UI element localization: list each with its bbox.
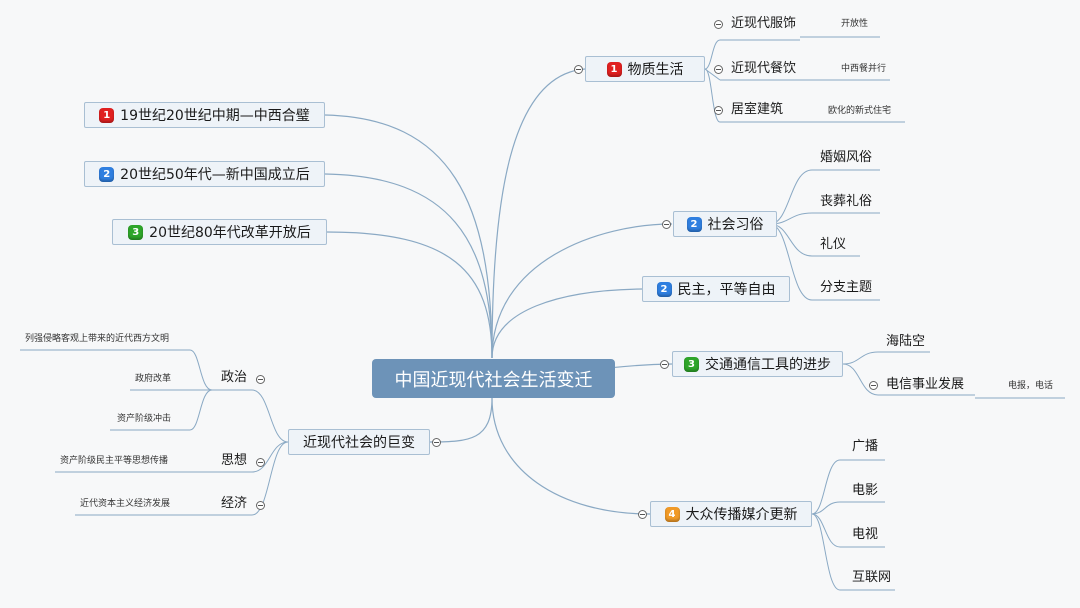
democracy-topic-label: 民主，平等自由 xyxy=(677,282,776,298)
material-item[interactable]: 居室建筑 xyxy=(731,102,784,117)
period-topic-2[interactable]: 2 20世纪50年代—新中国成立后 xyxy=(84,161,325,187)
collapse-toggle-icon[interactable] xyxy=(869,381,878,390)
period-topic-label: 20世纪80年代改革开放后 xyxy=(149,225,311,241)
central-topic[interactable]: 中国近现代社会生活变迁 xyxy=(372,359,615,398)
customs-item[interactable]: 丧葬礼俗 xyxy=(820,194,873,209)
media-item[interactable]: 广播 xyxy=(852,439,879,454)
collapse-toggle-icon[interactable] xyxy=(256,375,265,384)
collapse-toggle-icon[interactable] xyxy=(256,458,265,467)
transport-item-note[interactable]: 电报，电话 xyxy=(1008,381,1054,391)
upheaval-topic[interactable]: 近现代社会的巨变 xyxy=(288,429,430,455)
collapse-toggle-icon[interactable] xyxy=(714,20,723,29)
customs-item[interactable]: 礼仪 xyxy=(820,237,847,252)
politics-item[interactable]: 资产阶级冲击 xyxy=(117,414,172,424)
collapse-toggle-icon[interactable] xyxy=(574,65,583,74)
collapse-toggle-icon[interactable] xyxy=(638,510,647,519)
economy-label[interactable]: 经济 xyxy=(221,496,248,511)
collapse-toggle-icon[interactable] xyxy=(714,106,723,115)
transport-topic-label: 交通通信工具的进步 xyxy=(705,357,831,373)
material-item-note[interactable]: 欧化的新式住宅 xyxy=(828,106,892,116)
media-item[interactable]: 电视 xyxy=(852,527,879,542)
media-item[interactable]: 电影 xyxy=(852,483,879,498)
thought-item[interactable]: 资产阶级民主平等思想传播 xyxy=(60,456,169,466)
transport-topic[interactable]: 3 交通通信工具的进步 xyxy=(672,351,843,377)
priority-3-icon: 3 xyxy=(684,356,699,372)
politics-item[interactable]: 政府改革 xyxy=(135,374,172,384)
collapse-toggle-icon[interactable] xyxy=(714,65,723,74)
media-topic-label: 大众传播媒介更新 xyxy=(685,507,798,523)
material-topic-label: 物质生活 xyxy=(627,62,684,78)
priority-3-icon: 3 xyxy=(128,224,144,240)
collapse-toggle-icon[interactable] xyxy=(660,360,669,369)
democracy-topic[interactable]: 2 民主，平等自由 xyxy=(642,276,790,302)
priority-1-icon: 1 xyxy=(99,107,115,123)
period-topic-label: 20世纪50年代—新中国成立后 xyxy=(120,167,310,183)
material-topic[interactable]: 1 物质生活 xyxy=(585,56,705,82)
priority-2-icon: 2 xyxy=(99,166,115,182)
collapse-toggle-icon[interactable] xyxy=(662,220,671,229)
media-item[interactable]: 互联网 xyxy=(852,570,892,585)
politics-label[interactable]: 政治 xyxy=(221,370,248,385)
economy-item[interactable]: 近代资本主义经济发展 xyxy=(80,499,171,509)
priority-2-icon: 2 xyxy=(686,216,702,232)
material-item[interactable]: 近现代餐饮 xyxy=(731,61,797,76)
priority-4-icon: 4 xyxy=(664,506,680,522)
customs-item[interactable]: 分支主题 xyxy=(820,280,873,295)
thought-label[interactable]: 思想 xyxy=(221,453,248,468)
period-topic-3[interactable]: 3 20世纪80年代改革开放后 xyxy=(112,219,327,245)
period-topic-label: 19世纪20世纪中期—中西合璧 xyxy=(120,108,310,124)
period-topic-1[interactable]: 1 19世纪20世纪中期—中西合璧 xyxy=(84,102,325,128)
politics-item[interactable]: 列强侵略客观上带来的近代西方文明 xyxy=(25,334,170,344)
collapse-toggle-icon[interactable] xyxy=(256,501,265,510)
central-topic-label: 中国近现代社会生活变迁 xyxy=(394,369,593,391)
priority-2-icon: 2 xyxy=(656,281,672,297)
material-item-note[interactable]: 开放性 xyxy=(841,19,869,29)
material-item[interactable]: 近现代服饰 xyxy=(731,16,797,31)
collapse-toggle-icon[interactable] xyxy=(432,438,441,447)
priority-1-icon: 1 xyxy=(606,61,622,77)
customs-topic-label: 社会习俗 xyxy=(707,217,764,233)
media-topic[interactable]: 4 大众传播媒介更新 xyxy=(650,501,812,527)
transport-item[interactable]: 海陆空 xyxy=(886,334,926,349)
transport-item[interactable]: 电信事业发展 xyxy=(886,377,965,392)
material-item-note[interactable]: 中西餐并行 xyxy=(841,64,887,74)
customs-item[interactable]: 婚姻风俗 xyxy=(820,150,873,165)
customs-topic[interactable]: 2 社会习俗 xyxy=(673,211,777,237)
upheaval-topic-label: 近现代社会的巨变 xyxy=(303,435,415,451)
